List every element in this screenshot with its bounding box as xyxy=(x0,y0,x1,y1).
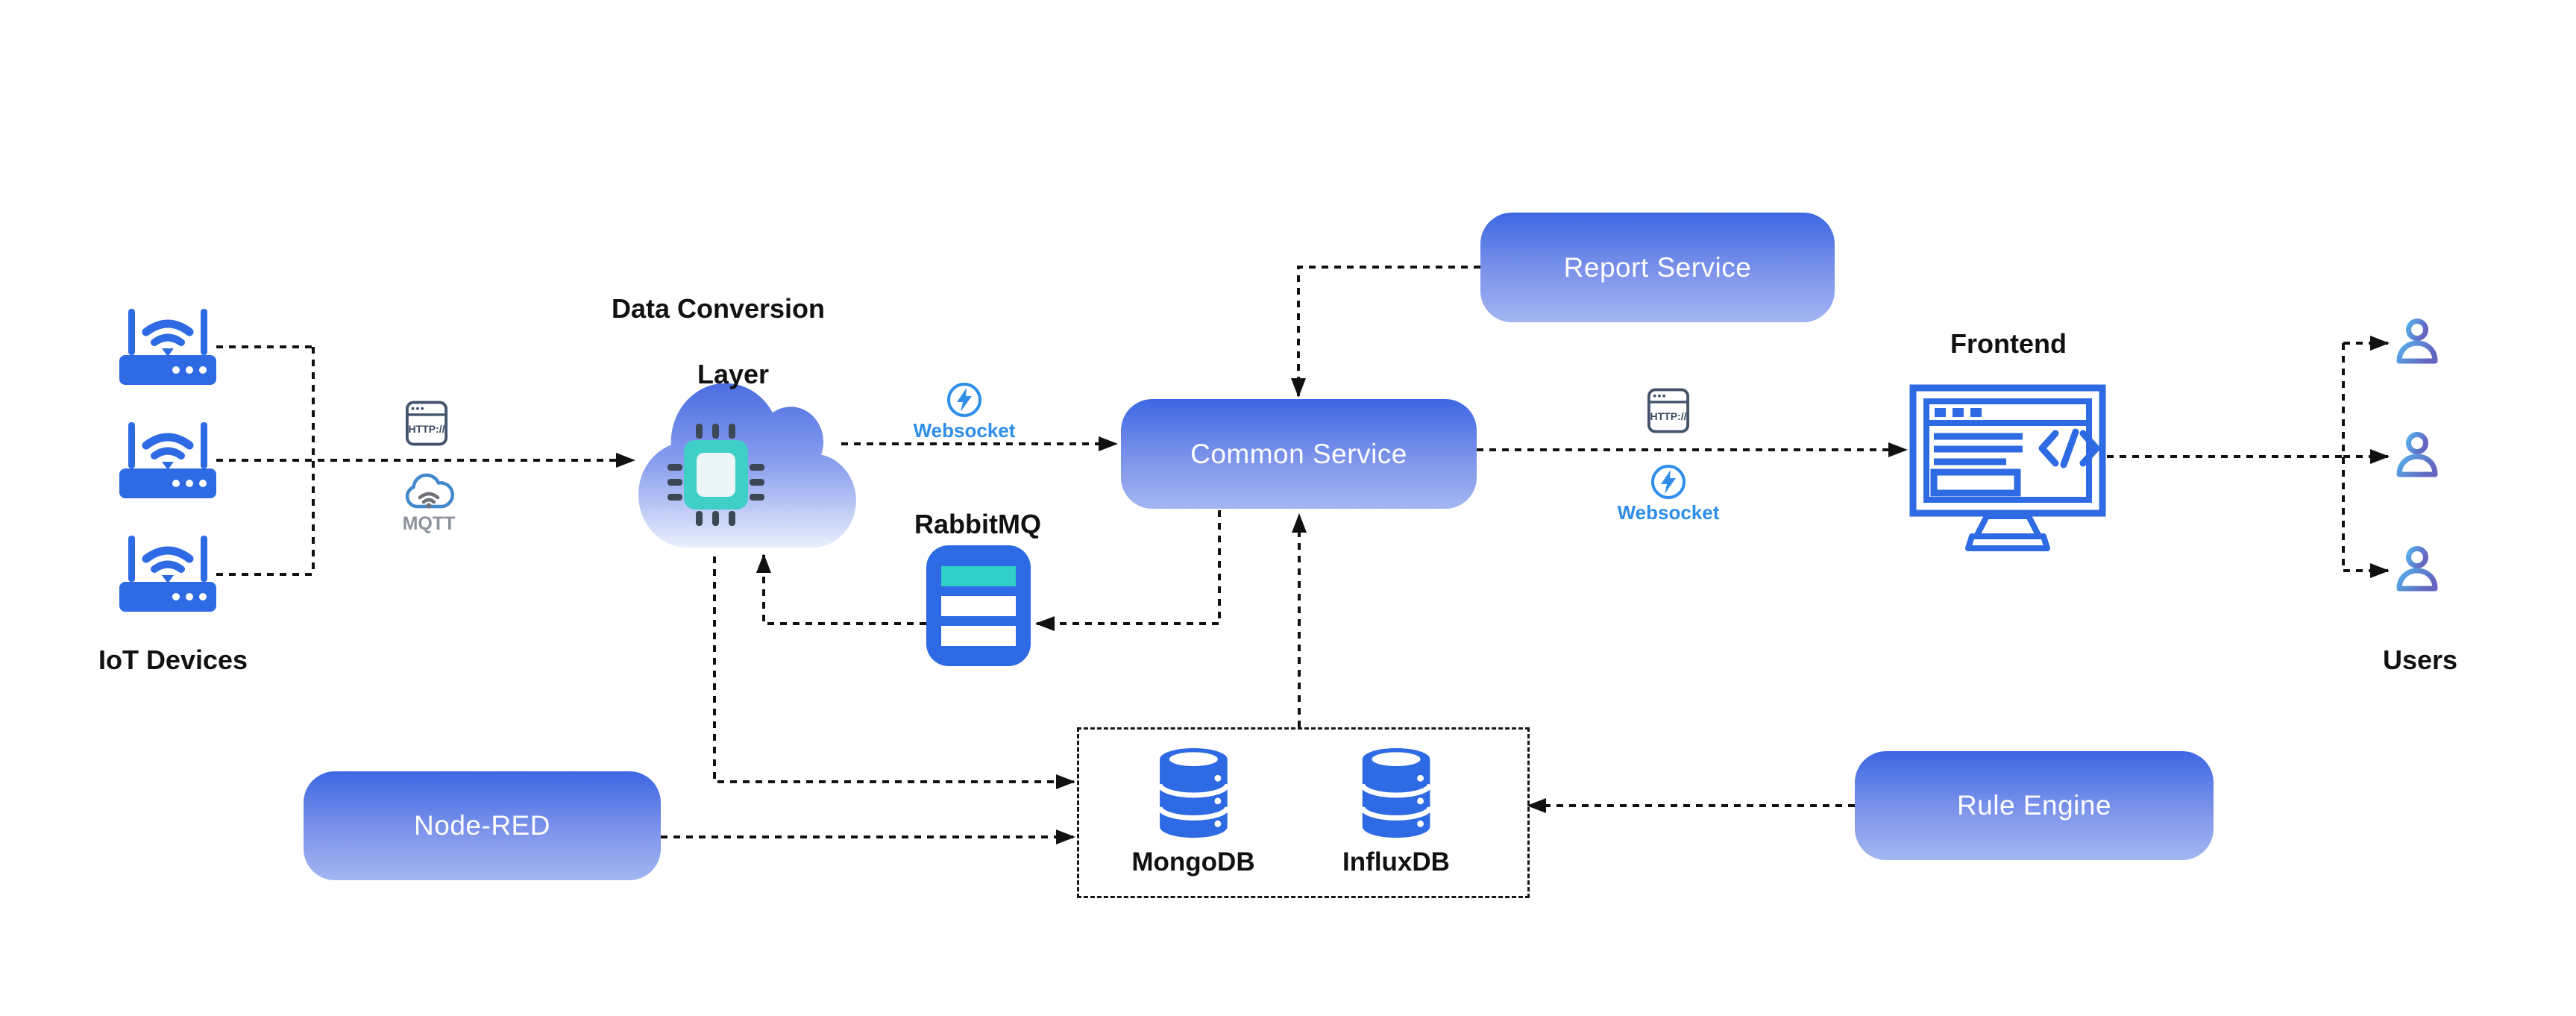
rule-engine-label: Rule Engine xyxy=(1956,790,2112,821)
database-icon xyxy=(1360,747,1433,838)
mongodb-label: MongoDB xyxy=(1131,847,1255,877)
websocket-badge: Websocket xyxy=(914,382,1015,442)
http-text: HTTP:// xyxy=(1650,410,1687,422)
http-icon: HTTP:// xyxy=(1647,387,1690,438)
iot-device-icon xyxy=(119,536,216,615)
mqtt-badge: MQTT xyxy=(399,470,459,535)
websocket-label: Websocket xyxy=(913,419,1016,442)
iot-device-icon xyxy=(119,422,216,502)
iot-device-icon xyxy=(119,309,216,389)
user-icon xyxy=(2393,432,2442,485)
rabbitmq-label: RabbitMQ xyxy=(914,509,1041,539)
http-text: HTTP:// xyxy=(409,423,445,435)
rabbitmq-icon xyxy=(926,545,1031,670)
users-label: Users xyxy=(2382,645,2458,675)
iot-devices-label: IoT Devices xyxy=(98,645,248,675)
influxdb-node: InfluxDB xyxy=(1342,744,1450,877)
rule-engine-box: Rule Engine xyxy=(1855,751,2214,860)
common-service-label: Common Service xyxy=(1190,438,1407,469)
websocket-label: Websocket xyxy=(1617,501,1720,524)
mqtt-label: MQTT xyxy=(402,513,456,534)
http-icon: HTTP:// xyxy=(405,400,448,451)
mongodb-node: MongoDB xyxy=(1131,744,1255,877)
report-service-box: Report Service xyxy=(1480,213,1835,322)
edge-rabbitmq-to-cloud xyxy=(756,554,926,625)
report-service-label: Report Service xyxy=(1563,251,1752,283)
edge-common-to-rabbitmq xyxy=(1035,510,1221,631)
node-red-label: Node-RED xyxy=(414,810,550,841)
common-service-box: Common Service xyxy=(1121,399,1477,509)
frontend-monitor-icon xyxy=(1909,384,2106,556)
websocket-icon xyxy=(1651,465,1686,499)
database-icon xyxy=(1157,747,1230,838)
chip-icon xyxy=(667,424,764,530)
edge-report-to-common xyxy=(1291,266,1480,398)
user-icon xyxy=(2393,546,2442,599)
user-icon xyxy=(2393,319,2442,371)
websocket-icon xyxy=(947,383,981,417)
data-conversion-layer-label: Data Conversion Layer xyxy=(611,293,826,389)
influxdb-label: InfluxDB xyxy=(1342,847,1450,877)
node-red-box: Node-RED xyxy=(304,771,661,880)
frontend-label: Frontend xyxy=(1950,328,2067,359)
cloud-wifi-icon xyxy=(405,473,454,509)
websocket-badge: Websocket xyxy=(1618,464,1719,524)
